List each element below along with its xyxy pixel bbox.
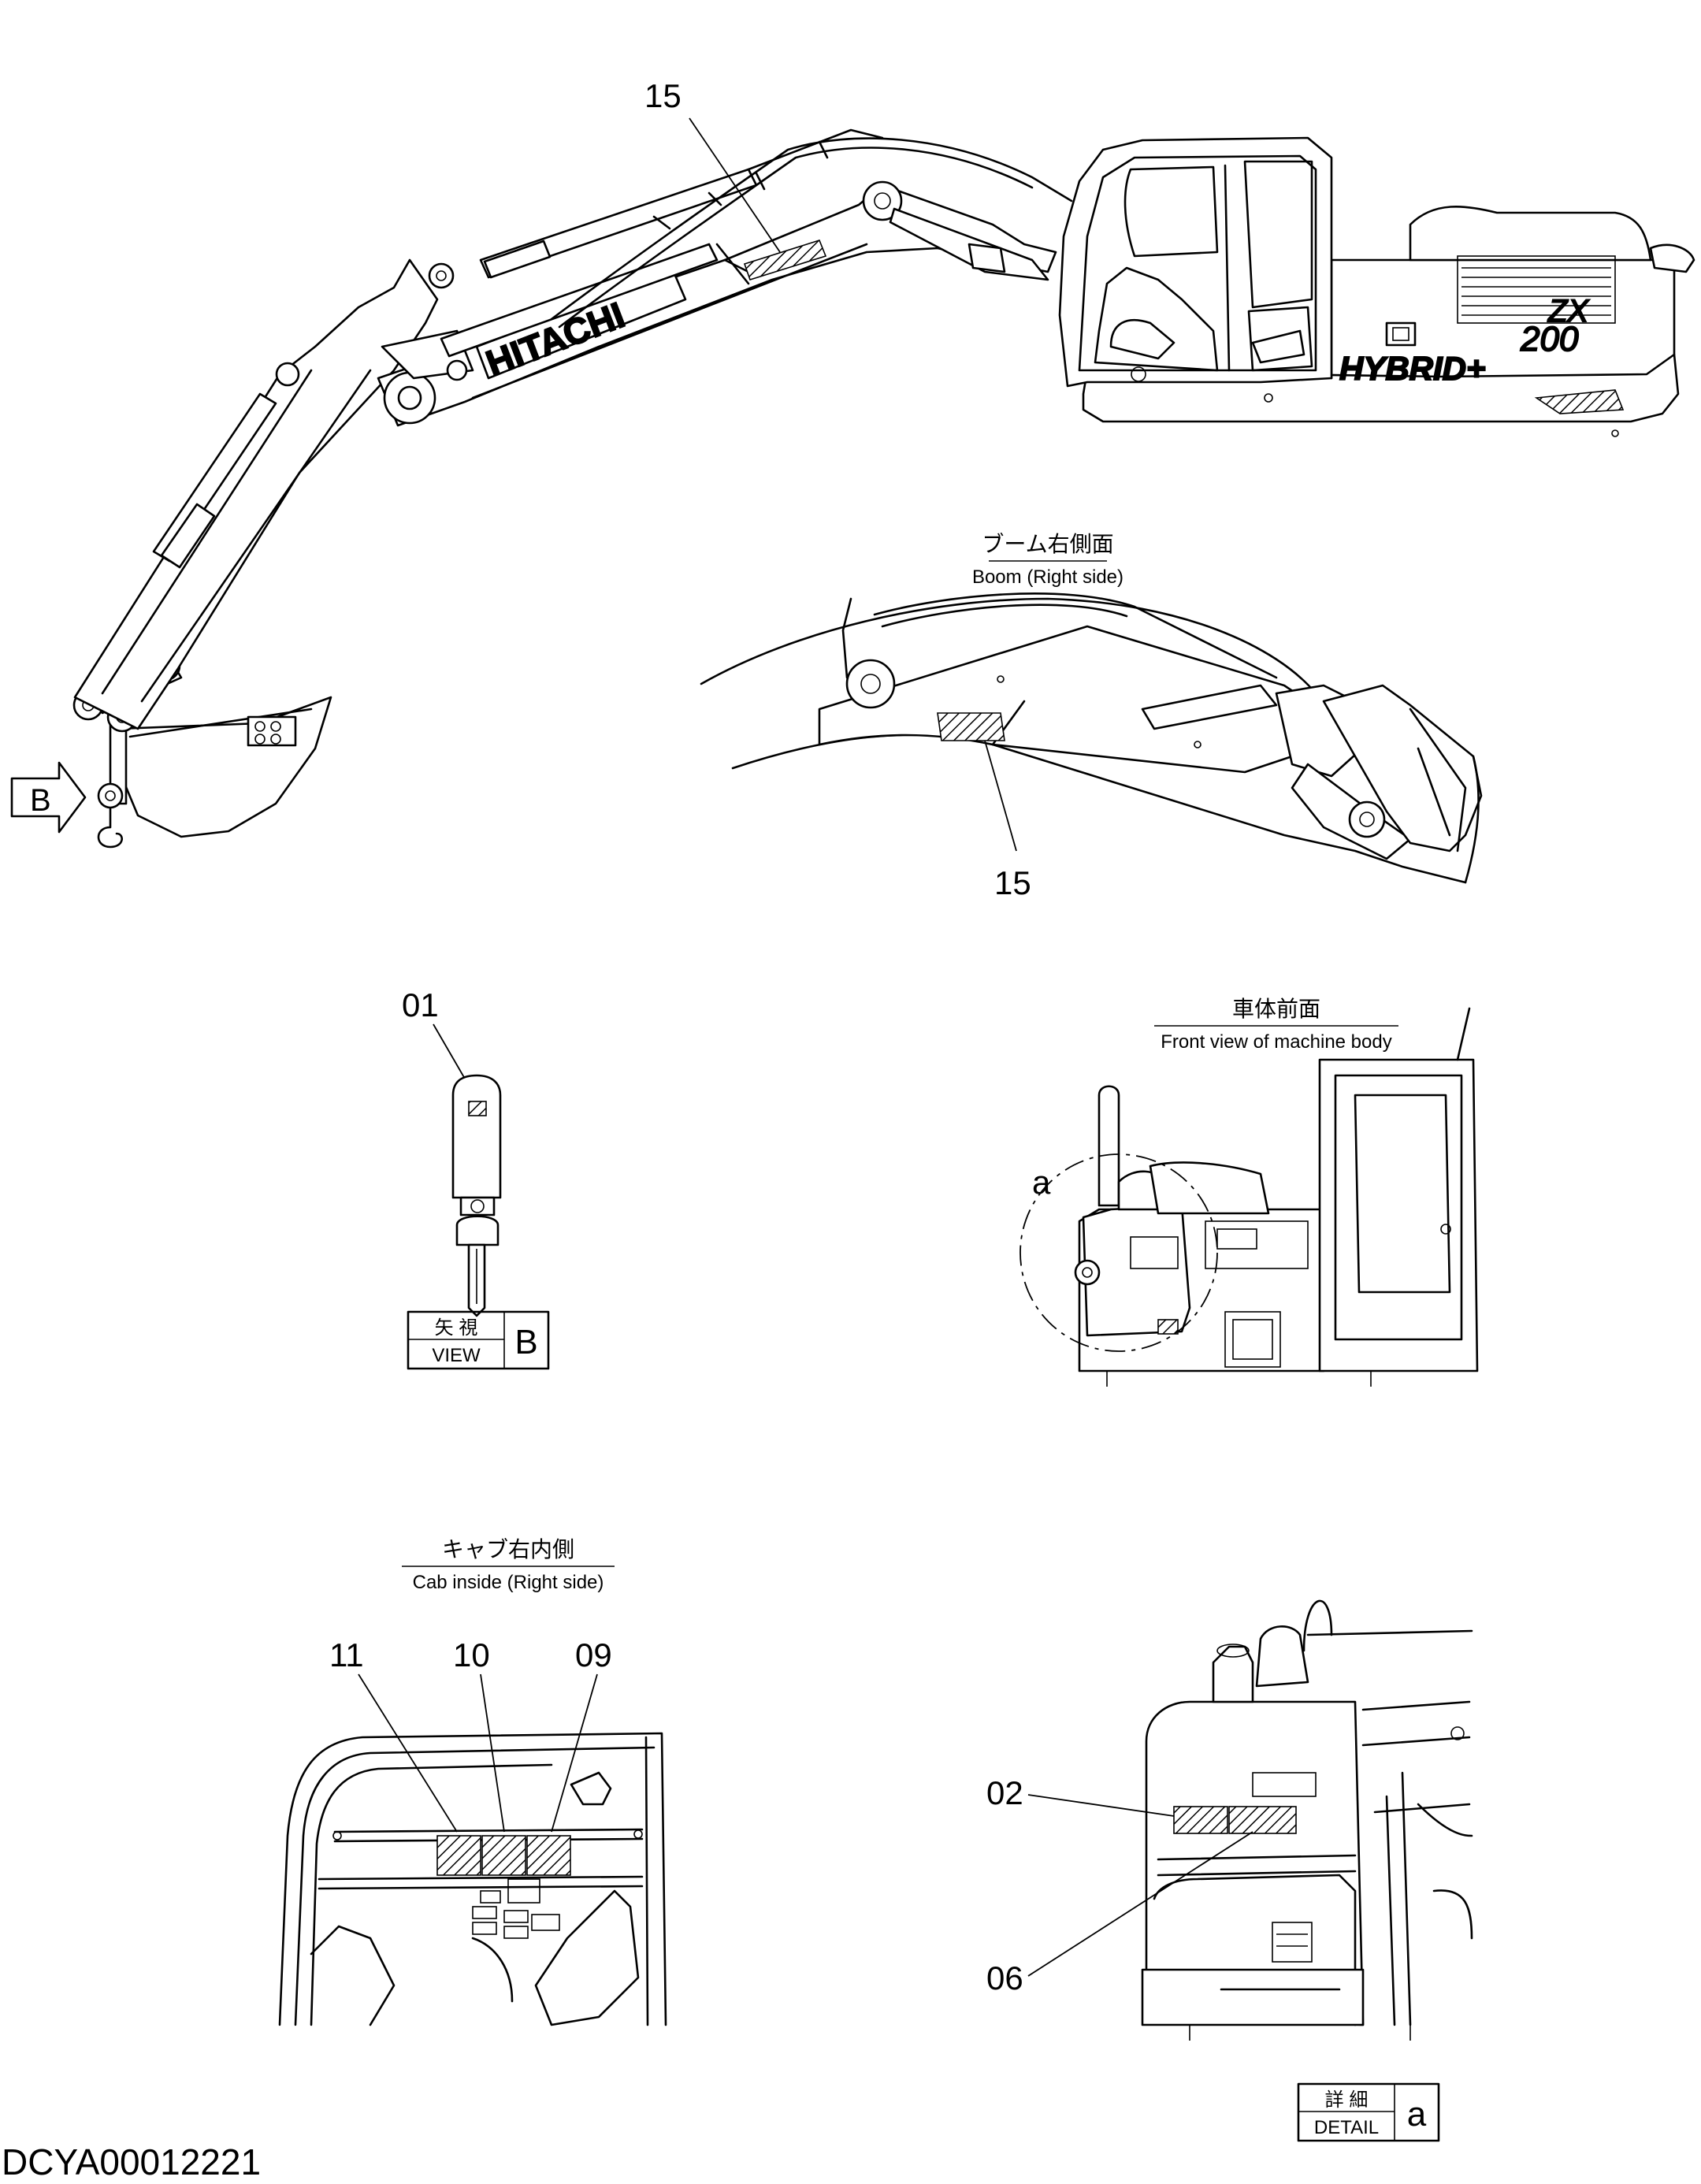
view-b-letter: B	[514, 1323, 537, 1361]
cab-decal-09	[526, 1835, 571, 1876]
detail-a-view: 02 06	[986, 1599, 1473, 2041]
cab-title-jp: キャブ右内側	[442, 1537, 574, 1562]
cab-decal-10	[481, 1835, 526, 1876]
callout-15-right: 15	[994, 864, 1031, 901]
front-decal	[1157, 1319, 1179, 1335]
arrow-b-label: B	[30, 783, 51, 818]
callout-10: 10	[453, 1636, 490, 1673]
drawing-number: DCYA00012221	[2, 2141, 261, 2182]
boom-decal-15	[743, 240, 827, 280]
key-view-b: 01	[402, 986, 502, 1317]
bucket	[117, 696, 332, 838]
excavator-side-view: HITACHI	[72, 128, 1695, 849]
cab-decal-11	[436, 1835, 481, 1876]
callout-01: 01	[402, 986, 439, 1023]
callout-15-main: 15	[644, 77, 781, 253]
key-decal-01	[468, 1101, 487, 1116]
detail-decal-02	[1173, 1806, 1228, 1834]
callout-02: 02	[986, 1774, 1023, 1811]
cab	[1058, 136, 1333, 388]
detail-a-box: 詳 細 DETAIL a	[1297, 2082, 1440, 2142]
detail-decal-06	[1228, 1806, 1297, 1834]
view-b-en: VIEW	[432, 1345, 481, 1366]
model-zx-text: ZX	[1547, 294, 1589, 329]
boom-right-side-title: ブーム右側面 Boom (Right side)	[972, 532, 1123, 588]
boom-right-side-view: 15	[700, 592, 1483, 901]
front-view: a	[1019, 1007, 1479, 1387]
front-view-title: 車体前面 Front view of machine body	[1154, 997, 1398, 1053]
callout-06: 06	[986, 1959, 1023, 1996]
callout-09: 09	[575, 1636, 612, 1673]
cab-title-en: Cab inside (Right side)	[413, 1572, 604, 1593]
front-title-en: Front view of machine body	[1161, 1031, 1391, 1053]
hybrid-text: HYBRID+	[1339, 350, 1486, 387]
callout-11: 11	[329, 1636, 364, 1673]
detail-a-letter: a	[1407, 2095, 1427, 2134]
model-number-text: 200	[1520, 320, 1579, 358]
detail-a-jp: 詳 細	[1325, 2089, 1369, 2111]
detail-a-circle	[1019, 1153, 1218, 1352]
engine-grille	[1457, 255, 1616, 324]
boom-right-decal-15	[937, 712, 1005, 741]
cab-inside-title: キャブ右内側 Cab inside (Right side)	[402, 1537, 615, 1593]
view-b-box: 矢 視 VIEW B	[407, 1310, 550, 1370]
view-arrow-b: B	[10, 761, 87, 834]
cab-inside-view: 11 10 09	[278, 1636, 667, 2026]
boom-right-title-en: Boom (Right side)	[972, 566, 1123, 588]
arm	[73, 258, 439, 730]
callout-a: a	[1032, 1164, 1051, 1201]
detail-a-en: DETAIL	[1314, 2117, 1379, 2138]
front-title-jp: 車体前面	[1232, 997, 1320, 1021]
boom-right-title-jp: ブーム右側面	[982, 532, 1113, 556]
boom	[377, 184, 1057, 427]
callout-label: 15	[644, 77, 682, 114]
view-b-jp: 矢 視	[435, 1317, 478, 1339]
